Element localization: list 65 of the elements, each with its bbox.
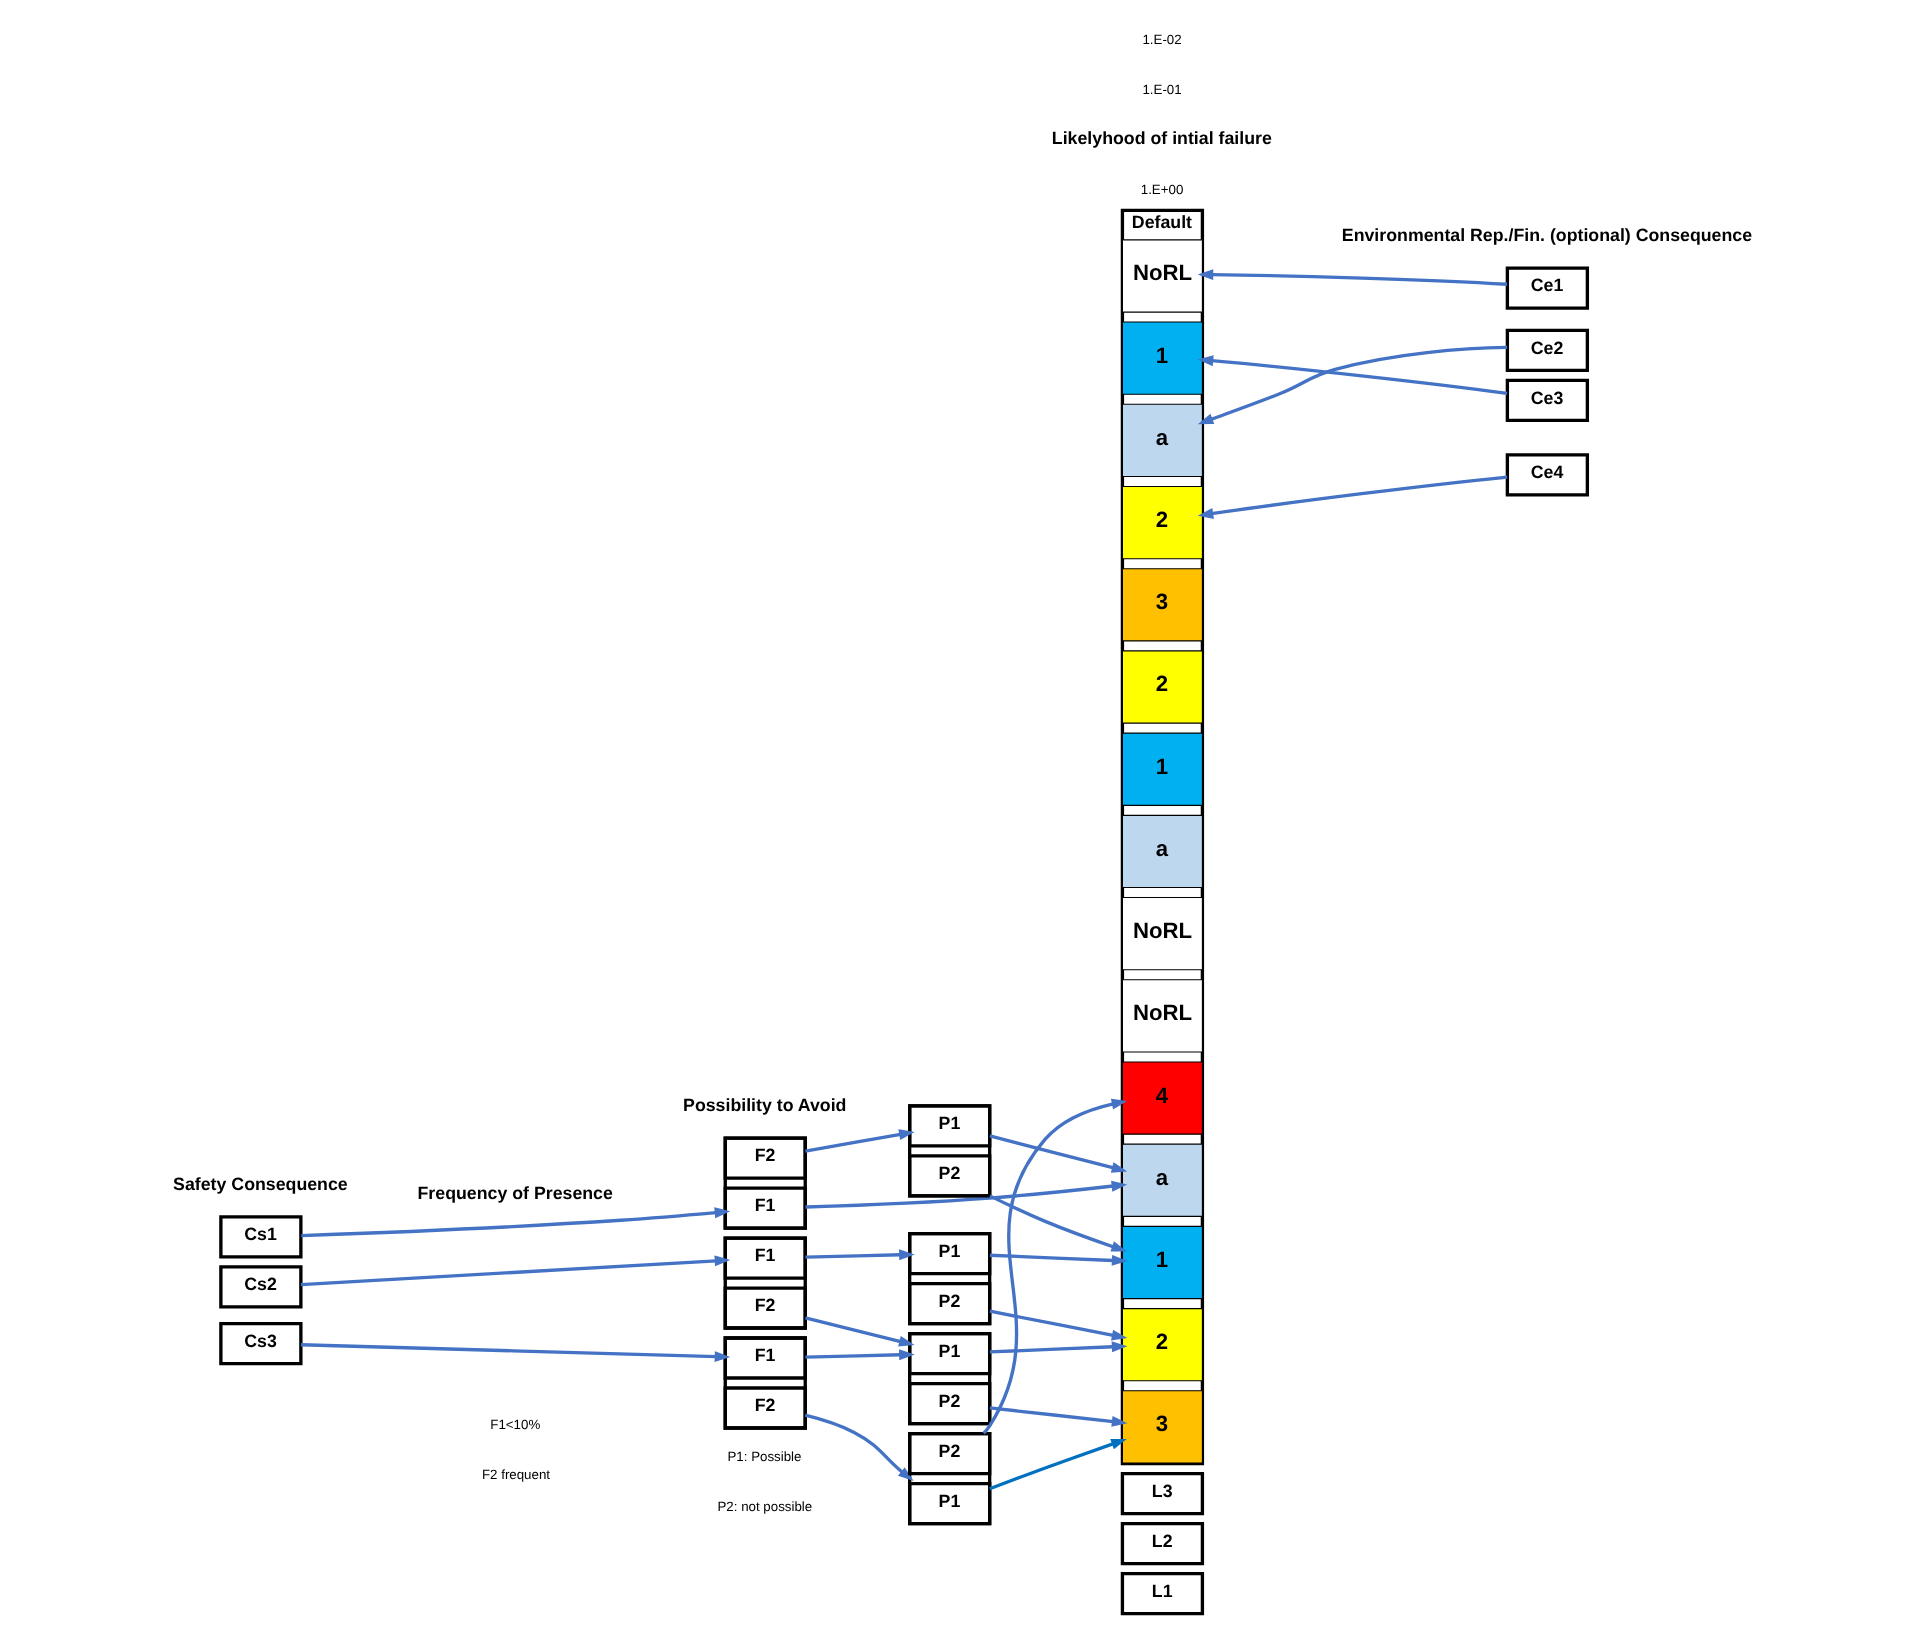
node-box: 2 [1120, 1308, 1202, 1382]
node-box: L2 [1119, 1521, 1204, 1566]
label: Likelyhood of intial failure [1050, 127, 1271, 148]
node-box: 1 [1120, 321, 1202, 395]
node-box: P2 [907, 1154, 991, 1198]
node-box: P2 [907, 1381, 991, 1426]
node-box: F2 [722, 1286, 806, 1330]
arrow [1196, 345, 1507, 425]
arrow [804, 1249, 914, 1261]
label: Safety Consequence [172, 1174, 347, 1195]
arrow [1196, 269, 1507, 286]
node-box: 1 [1120, 732, 1202, 806]
node-box: 4 [1120, 1061, 1202, 1135]
label: Environmental Rep./Fin. (optional) Consequence [1340, 225, 1752, 246]
node-box: Ce4 [1504, 453, 1589, 497]
node-box: F2 [722, 1386, 806, 1430]
node-box: Cs1 [218, 1215, 302, 1259]
node-box: 2 [1120, 485, 1202, 560]
node-box: F1 [722, 1186, 806, 1230]
node-box: Cs2 [218, 1265, 302, 1309]
label: Frequency of Presence [416, 1182, 612, 1203]
arrow [804, 1180, 1127, 1209]
node-box: L1 [1119, 1571, 1204, 1616]
arrow [1196, 355, 1507, 396]
node-box: P2 [907, 1431, 991, 1476]
label: Possibility to Avoid [682, 1095, 846, 1116]
arrow [804, 1316, 914, 1347]
node-box: F1 [722, 1336, 806, 1380]
arrow [299, 1343, 730, 1363]
arrow [988, 1253, 1127, 1266]
node-box: P1 [907, 1331, 991, 1376]
arrow [981, 1098, 1127, 1435]
node-box: Cs3 [218, 1321, 302, 1366]
node-box: Ce2 [1504, 328, 1589, 373]
arrow [299, 1255, 730, 1287]
arrow [804, 1129, 914, 1153]
node-box: a [1120, 1143, 1202, 1217]
node-box: F2 [722, 1136, 806, 1180]
node-box: P1 [907, 1481, 991, 1526]
arrow [988, 1341, 1127, 1354]
node-box: NoRL [1120, 897, 1202, 971]
arrow [988, 1438, 1126, 1491]
node-box: 3 [1120, 568, 1202, 642]
node-box: NoRL [1120, 239, 1202, 313]
node-box: Ce3 [1504, 378, 1589, 423]
arrow [988, 1309, 1127, 1341]
node-box: 3 [1120, 1390, 1202, 1464]
node-box: a [1120, 403, 1202, 478]
node-box: F1 [722, 1236, 806, 1280]
arrow [988, 1134, 1127, 1173]
node-box: P1 [907, 1231, 991, 1276]
node-box: a [1120, 814, 1202, 889]
arrow [803, 1413, 913, 1482]
arrow [1196, 475, 1507, 519]
node-box: 1 [1120, 1225, 1202, 1300]
arrow [988, 1194, 1126, 1252]
arrow [988, 1406, 1127, 1427]
node-box: 2 [1120, 650, 1202, 724]
node-box: Ce1 [1504, 266, 1589, 310]
node-box: L3 [1119, 1471, 1204, 1516]
arrow [300, 1207, 730, 1238]
node-box: P2 [907, 1281, 991, 1326]
node-box: P1 [907, 1104, 991, 1148]
node-box: NoRL [1120, 979, 1202, 1053]
arrow [804, 1349, 914, 1361]
